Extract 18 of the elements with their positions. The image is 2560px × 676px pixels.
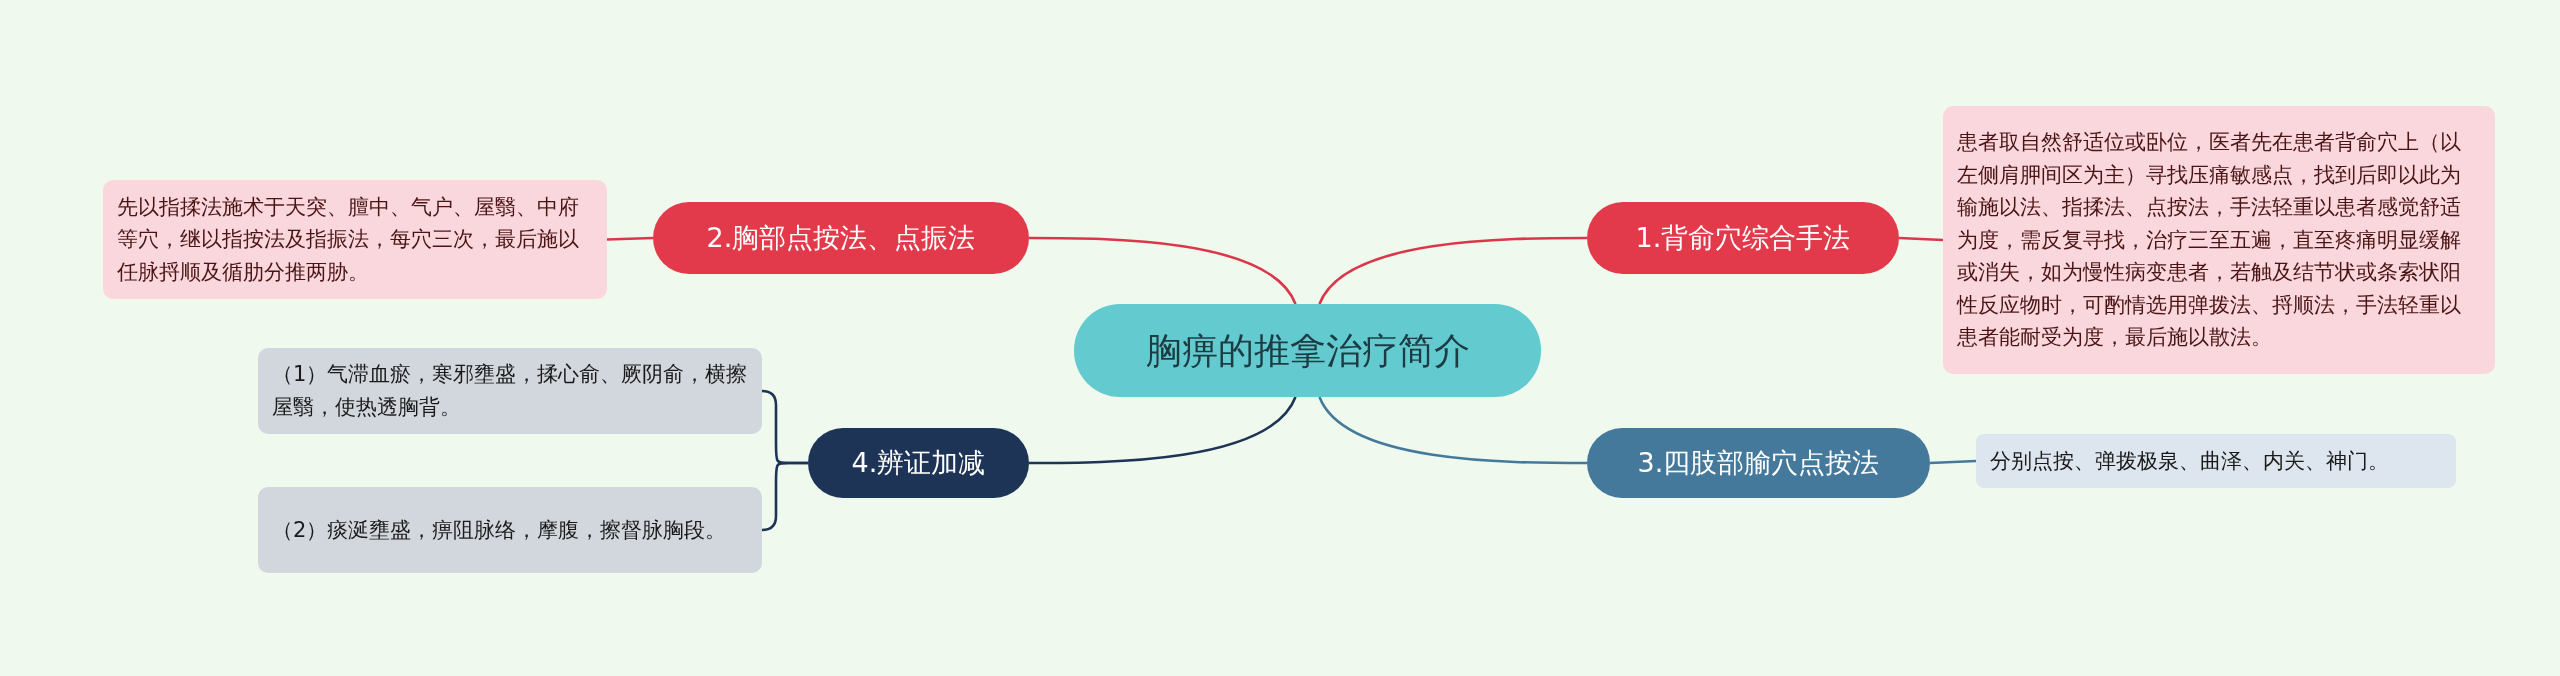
branch-pill: 2.胸部点按法、点振法 xyxy=(653,202,1029,274)
connector-line xyxy=(1029,396,1297,465)
connector-line xyxy=(1318,396,1587,465)
note-box: 患者取自然舒适位或卧位，医者先在患者背俞穴上（以左侧肩胛间区为主）寻找压痛敏感点，找到后即以此为输施以法、指揉法、点按法，手法轻重以患者感觉舒适为度，需反复寻找，治疗三至五遍，直至疼痛明显缓解或消失，如为慢性病变患者，若触及结节状或条索状阳性反应物时，可酌情选用弹拨法、捋顺法，手法轻重以患者能耐受为度，最后施以散法。 xyxy=(1943,106,2495,374)
connector-line xyxy=(1929,459,1977,465)
branch-pill: 1.背俞穴综合手法 xyxy=(1587,202,1899,274)
branch-pill: 4.辨证加减 xyxy=(808,428,1029,498)
note-box: 先以指揉法施术于天突、膻中、气户、屋翳、中府等穴，继以指按法及指振法，每穴三次，最后施以任脉捋顺及循肋分推两胁。 xyxy=(103,180,607,299)
note-box: （2）痰涎壅盛，痹阻脉络，摩腹，擦督脉胸段。 xyxy=(258,487,762,573)
connector-line xyxy=(1318,236,1587,305)
connector-line xyxy=(606,236,654,241)
note-box: 分别点按、弹拨极泉、曲泽、内关、神门。 xyxy=(1976,434,2456,488)
note-box: （1）气滞血瘀，寒邪壅盛，揉心俞、厥阴俞，横擦屋翳，使热透胸背。 xyxy=(258,348,762,434)
branch-pill: 3.四肢部腧穴点按法 xyxy=(1587,428,1930,498)
connector-line xyxy=(761,461,808,532)
connector-line xyxy=(1029,236,1297,305)
topic-pill: 胸痹的推拿治疗简介 xyxy=(1074,304,1541,397)
connector-line xyxy=(1898,236,1944,242)
